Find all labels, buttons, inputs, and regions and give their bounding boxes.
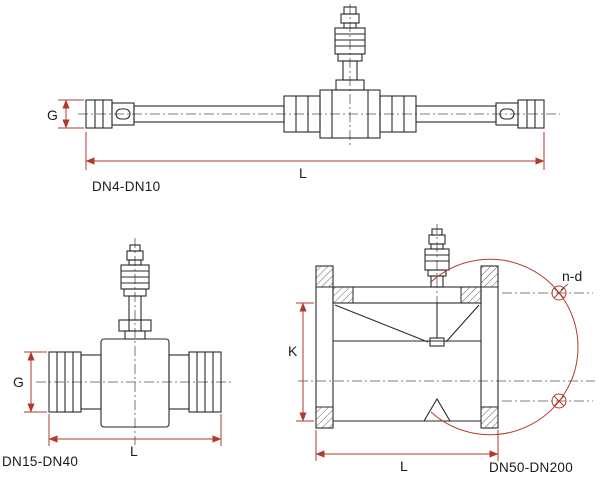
sensor-head (118, 244, 152, 340)
section-hatching (315, 265, 499, 429)
dimension-g-label: G (13, 374, 24, 390)
bolt-circle-arc (430, 258, 579, 436)
range-label-dn4-dn10: DN4-DN10 (92, 179, 160, 194)
meter-body (85, 89, 545, 139)
range-label-dn50-dn200: DN50-DN200 (489, 460, 573, 475)
range-label-dn15-dn40: DN15-DN40 (2, 454, 78, 469)
dimension-k (296, 302, 314, 422)
dimension-l-label: L (299, 165, 307, 181)
bolt-hole-symbol-bottom (551, 393, 567, 409)
bolt-holes-label: n-d (562, 268, 582, 284)
bolt-hole-symbol-top (551, 285, 567, 301)
centerlines (298, 224, 595, 402)
centerlines (36, 238, 232, 445)
dimension-g (24, 351, 47, 413)
dimension-l (315, 430, 499, 461)
drawing-dn15-dn40: G L DN15-DN40 (2, 238, 232, 469)
dimension-g (58, 99, 84, 129)
centerlines (78, 4, 560, 148)
bolt-hole-leader-line (560, 283, 569, 291)
dimension-l-label: L (130, 443, 138, 459)
drawing-dn4-dn10: G L DN4-DN10 (47, 4, 560, 194)
dimension-k-label: K (288, 343, 298, 359)
dimension-l-label: L (400, 458, 408, 474)
dimension-g-label: G (47, 107, 58, 123)
dimension-l (48, 414, 222, 446)
drawing-dn50-dn200: n-d K L DN50-DN200 (288, 224, 595, 475)
meter-body (48, 338, 222, 428)
dimension-l (85, 132, 545, 170)
